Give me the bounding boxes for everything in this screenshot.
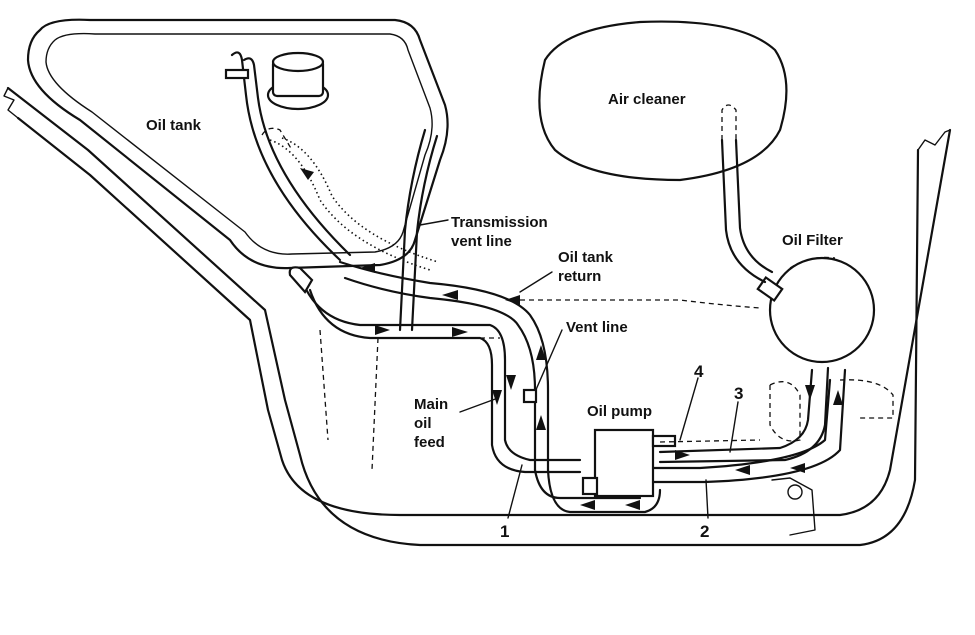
label-line: Oil tank xyxy=(558,249,614,266)
flow-arrow xyxy=(536,415,546,430)
vent-clamp xyxy=(224,68,250,80)
flow-arrow xyxy=(442,290,458,300)
engine-case-dashed-d xyxy=(319,329,329,441)
label-air-cleaner: Air cleaner xyxy=(608,91,686,108)
callout-2: 2 xyxy=(700,522,710,541)
label-line: Main xyxy=(414,396,449,413)
label-oil-pump: Oil pump xyxy=(587,403,652,420)
transmission-vent-hose-b xyxy=(242,57,352,257)
frame-outer xyxy=(6,86,920,547)
flow-arrow xyxy=(492,390,502,405)
label-line: oil xyxy=(414,415,432,432)
label-transmission-vent-line: Transmission vent line xyxy=(451,213,548,251)
leader-callout-4 xyxy=(679,377,699,441)
leader-callout-1 xyxy=(507,464,523,519)
filler-cap-top xyxy=(271,51,325,73)
label-main-oil-feed: Main oil feed xyxy=(414,395,448,452)
engine-part-dashed-right xyxy=(839,379,894,419)
mount-bracket xyxy=(771,477,816,536)
leader-callout-3 xyxy=(729,401,739,453)
leader-main-oil-feed xyxy=(459,397,499,413)
flow-arrow xyxy=(675,450,690,460)
leader-oil-tank-return xyxy=(519,271,553,293)
flow-arrow xyxy=(360,263,375,273)
engine-case-dashed-c xyxy=(520,299,761,309)
oil-filter-fitting xyxy=(756,275,784,303)
label-vent-line: Vent line xyxy=(566,319,628,336)
label-oil-filter: Oil Filter xyxy=(782,232,843,249)
engine-case-dashed-a xyxy=(371,337,379,471)
filter-line-3a xyxy=(658,368,814,454)
filter-line-4-dashed xyxy=(659,439,761,443)
flow-arrow xyxy=(452,327,468,337)
return-fitting-dashed xyxy=(261,127,293,151)
oil-pump-outlet xyxy=(651,434,677,448)
oil-tank-inner xyxy=(45,32,433,255)
frame-inner xyxy=(16,116,952,517)
oil-tank-outer xyxy=(26,18,449,270)
oil-pump-body xyxy=(593,428,655,498)
label-line: Transmission xyxy=(451,214,548,231)
main-feed-bottom xyxy=(308,288,582,474)
transmission-vent-hose-a xyxy=(230,51,342,262)
flow-arrow xyxy=(375,325,390,335)
oil-filter-body xyxy=(768,256,876,364)
trans-vent-tube-left xyxy=(398,128,427,332)
frame-break-right xyxy=(917,129,951,151)
callout-4: 4 xyxy=(694,362,704,381)
mount-bolt xyxy=(787,484,803,500)
breather-hose-b xyxy=(734,138,774,274)
label-line: feed xyxy=(414,434,445,451)
engine-part-dashed-loop xyxy=(769,381,801,442)
flow-arrow xyxy=(536,345,546,360)
scavenge-loop-outer xyxy=(546,468,662,514)
oil-filter-dashed-edge xyxy=(789,256,836,269)
trans-vent-tube-right xyxy=(410,134,439,332)
flow-arrow xyxy=(506,375,516,390)
callout-1: 1 xyxy=(500,522,510,541)
main-feed-top xyxy=(298,273,582,462)
label-oil-tank: Oil tank xyxy=(146,117,202,134)
air-cleaner-body xyxy=(538,20,788,182)
flow-arrow xyxy=(790,463,805,473)
label-line: return xyxy=(558,268,602,285)
breather-dashed-top xyxy=(721,104,737,140)
vent-line-fitting xyxy=(522,388,538,404)
breather-hose-a xyxy=(720,138,767,284)
label-oil-tank-return: Oil tank return xyxy=(558,248,613,286)
filter-line-2a xyxy=(651,378,832,470)
flow-arrow xyxy=(300,168,314,180)
flow-arrow xyxy=(805,385,815,400)
filter-line-2b xyxy=(651,368,847,484)
leader-callout-2 xyxy=(705,479,709,519)
frame-break-left xyxy=(3,87,19,119)
flow-arrow xyxy=(735,465,750,475)
feed-fitting xyxy=(288,266,314,294)
flow-arrow xyxy=(580,500,595,510)
return-hose-top xyxy=(338,260,550,472)
flow-arrow xyxy=(625,500,640,510)
oil-pump-fitting xyxy=(581,476,599,496)
flow-arrow xyxy=(505,295,520,305)
leader-vent-line xyxy=(534,329,563,393)
label-line: vent line xyxy=(451,233,512,250)
callout-3: 3 xyxy=(734,384,744,403)
scavenge-loop-inner xyxy=(533,468,642,500)
flow-arrow xyxy=(833,390,843,405)
leader-transmission-vent xyxy=(419,219,449,226)
filter-line-3b xyxy=(658,366,830,464)
return-hose-bottom xyxy=(343,276,537,472)
